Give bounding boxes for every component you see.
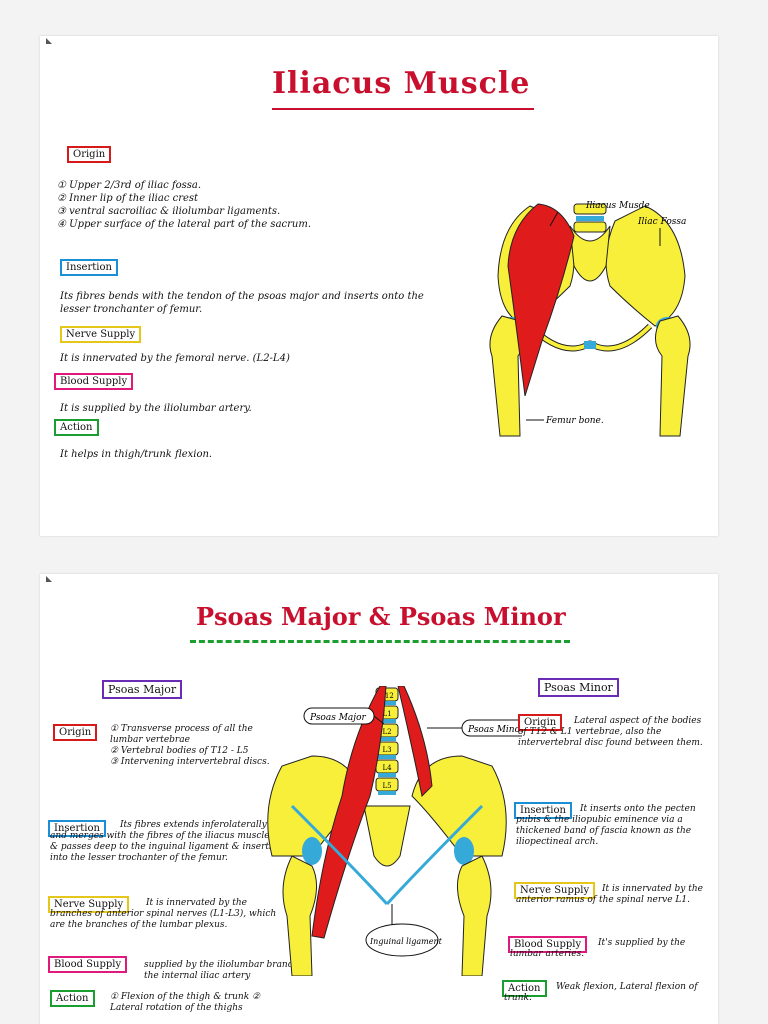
page-corner-icon [46, 38, 52, 44]
title-underline [190, 636, 570, 643]
minor-origin-text: Lateral aspect of the bodies of T12 & L1… [518, 716, 703, 748]
intervertebral-disc [378, 791, 396, 795]
vertebra-label: T12 [380, 692, 394, 700]
major-insertion-text: Its fibres extends inferolaterally and m… [50, 820, 274, 863]
major-origin-label: Origin [53, 724, 98, 741]
vertebra-label: L4 [382, 764, 392, 772]
minor-action-text: Weak flexion, Lateral flexion of trunk. [504, 982, 698, 1003]
minor-origin-label: Origin [518, 714, 563, 731]
vertebra-label: L1 [382, 710, 391, 718]
vertebra [573, 221, 607, 233]
blood-supply-label: Blood Supply [54, 373, 134, 390]
major-blood-text: supplied by the iliolumbar branch of the… [144, 960, 311, 981]
list-item: ④ Upper surface of the lateral part of t… [57, 219, 312, 230]
right-femur [457, 855, 492, 976]
intervertebral-disc [378, 755, 396, 759]
right-hip-cartilage [454, 837, 474, 865]
label-femur: Femur bone. [545, 416, 604, 426]
psoas-minor-heading: Psoas Minor [538, 678, 619, 697]
psoas-minor-right [397, 686, 433, 798]
vertebra-label: L2 [382, 728, 391, 736]
insertion-text: Its fibres bends with the tendon of the … [60, 291, 424, 315]
major-origin-list: ① Transverse process of all the lumbar v… [110, 724, 280, 768]
left-hip-cartilage [302, 837, 322, 865]
list-item: ③ Intervening intervertebral discs. [110, 757, 270, 767]
minor-blood-label: Blood Supply [508, 936, 588, 953]
vertebra-label: L3 [382, 746, 391, 754]
nerve-supply-label: Nerve Supply [60, 326, 142, 343]
right-femur [655, 315, 691, 437]
action-text: It helps in thigh/trunk flexion. [60, 449, 213, 460]
minor-nerve-label: Nerve Supply [514, 882, 596, 899]
minor-action-label: Action [502, 980, 547, 997]
page-title: Iliacus Muscle [272, 66, 531, 101]
vertebra [573, 203, 607, 215]
list-item: ① Transverse process of all the lumbar v… [110, 724, 253, 745]
label-iliacus: Iliacus Musde [585, 201, 650, 211]
iliacus-muscle [507, 203, 575, 397]
label-inguinal: Inguinal ligament [369, 937, 443, 946]
inguinal-ligament-right [385, 804, 484, 906]
page-psoas: Psoas Major & Psoas Minor Psoas Major Or… [40, 574, 718, 1024]
disc [576, 216, 604, 221]
inguinal-ligament-left [290, 804, 389, 906]
minor-insertion-label: Insertion [514, 802, 572, 819]
blood-supply-text: It is supplied by the iliolumbar artery. [60, 403, 252, 414]
page-corner-icon [46, 576, 52, 582]
sacrum [363, 805, 411, 867]
vertebra-label: L5 [382, 782, 391, 790]
minor-insertion-text: It inserts onto the pecten pubis & the i… [516, 804, 696, 847]
title-underline [272, 108, 534, 110]
major-blood-label: Blood Supply [48, 956, 128, 973]
label-psoas-minor: Psoas Minor [467, 725, 522, 735]
origin-list: ① Upper 2/3rd of iliac fossa. ② Inner li… [57, 179, 387, 231]
sacrum [569, 225, 611, 282]
intervertebral-disc [378, 719, 396, 723]
list-item: ② Inner lip of the iliac crest [57, 193, 199, 204]
insertion-label: Insertion [60, 259, 118, 276]
label-iliac-fossa: Iliac Fossa [637, 217, 686, 227]
minor-blood-text: It's supplied by the lumbar arteries. [510, 938, 686, 959]
intervertebral-disc [378, 701, 396, 705]
left-femur [282, 855, 317, 976]
origin-label: Origin [67, 146, 112, 163]
list-item: ① Upper 2/3rd of iliac fossa. [57, 180, 202, 191]
minor-nerve-text: It is innervated by the anterior ramus o… [516, 884, 703, 905]
page-iliacus: Iliacus Muscle Origin ① Upper 2/3rd of i… [40, 36, 718, 536]
major-insertion-label: Insertion [48, 820, 106, 837]
label-psoas-major: Psoas Major [309, 713, 366, 723]
pelvis-diagram: Iliacus Musde Iliac Fossa Femur bone. [489, 201, 691, 437]
nerve-supply-text: It is innervated by the femoral nerve. (… [60, 353, 290, 364]
action-label: Action [54, 419, 99, 436]
major-nerve-label: Nerve Supply [48, 896, 130, 913]
list-item: ③ ventral sacroiliac & iliolumbar ligame… [57, 206, 281, 217]
major-action-label: Action [50, 990, 95, 1007]
major-nerve-text: It is innervated by the branches of ante… [50, 898, 277, 930]
right-ilium [411, 755, 507, 857]
psoas-major-left [311, 686, 387, 939]
major-action-text: ① Flexion of the thigh & trunk ② Lateral… [110, 992, 261, 1013]
pubic-symphysis [584, 341, 596, 349]
page-title: Psoas Major & Psoas Minor [196, 602, 566, 631]
intervertebral-disc [378, 737, 396, 741]
psoas-major-heading: Psoas Major [102, 680, 183, 699]
list-item: ② Vertebral bodies of T12 - L5 [110, 746, 249, 756]
intervertebral-disc [378, 773, 396, 777]
